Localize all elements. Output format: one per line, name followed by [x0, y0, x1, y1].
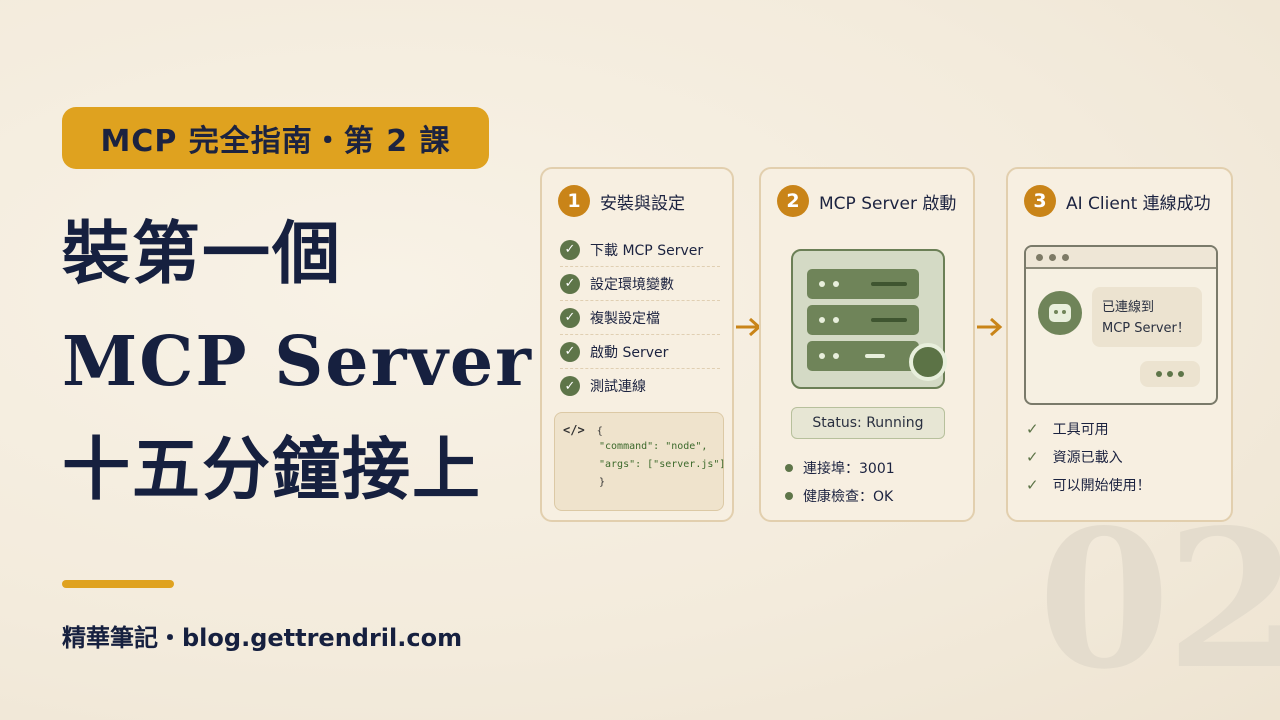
lesson-number-watermark: 02 — [1038, 488, 1280, 711]
main-title: 裝第一個 MCP Server： 十五分鐘接上 — [62, 200, 603, 524]
title-line-3: 十五分鐘接上 — [62, 430, 483, 510]
footer-source: 精華筆記・blog.gettrendril.com — [62, 624, 463, 652]
list-item-label: 資源已載入 — [1052, 450, 1123, 466]
chat-bubble: 已連線到 MCP Server！ — [1092, 287, 1202, 347]
step-title: AI Client 連線成功 — [1066, 193, 1211, 214]
step-card-server: 2 MCP Server 啟動 Status: Running 連接埠：3001… — [759, 167, 975, 522]
step-title: MCP Server 啟動 — [819, 193, 957, 214]
checklist-label: 設定環境變數 — [590, 276, 674, 293]
list-item-label: 健康檢查：OK — [803, 489, 894, 505]
lesson-badge: MCP 完全指南・第 2 課 — [62, 107, 489, 169]
checklist-label: 下載 MCP Server — [590, 242, 704, 259]
checklist-item: ✓ 設定環境變數 — [560, 267, 720, 301]
code-line: } — [599, 477, 606, 488]
checklist-item: ✓ 啟動 Server — [560, 335, 720, 369]
list-item-label: 可以開始使用！ — [1052, 478, 1151, 494]
checklist-label: 測試連線 — [590, 379, 646, 395]
check-icon: ✓ — [560, 239, 580, 260]
title-line-1: 裝第一個 — [62, 214, 343, 294]
arrow-right-icon — [977, 317, 1003, 337]
list-item-label: 工具可用 — [1052, 422, 1109, 438]
list-item: 連接埠：3001 — [785, 454, 895, 482]
step-card-install: 1 安裝與設定 ✓ 下載 MCP Server ✓ 設定環境變數 ✓ 複製設定檔 ✓ 啟… — [540, 167, 734, 522]
setup-checklist: ✓ 下載 MCP Server ✓ 設定環境變數 ✓ 複製設定檔 ✓ 啟動 Server… — [560, 233, 720, 403]
check-icon: ✓ — [560, 273, 580, 294]
checklist-label: 複製設定檔 — [590, 310, 660, 327]
list-item: 健康檢查：OK — [785, 482, 895, 510]
robot-icon — [1038, 291, 1082, 335]
check-icon: ✓ — [1026, 448, 1039, 466]
check-icon: ✓ — [560, 307, 580, 328]
step-card-client: 3 AI Client 連線成功 已連線到 MCP Server！ ✓ 工具可用 … — [1006, 167, 1233, 522]
server-rack-icon — [791, 249, 947, 389]
code-line: { — [596, 426, 603, 437]
client-window: 已連線到 MCP Server！ — [1024, 245, 1218, 405]
server-info-list: 連接埠：3001 健康檢查：OK — [785, 454, 895, 510]
chat-line: MCP Server！ — [1102, 321, 1190, 336]
check-icon: ✓ — [560, 341, 580, 362]
step-number: 1 — [558, 185, 590, 217]
checklist-item: ✓ 下載 MCP Server — [560, 233, 720, 267]
accent-rule — [62, 580, 174, 588]
result-list: ✓ 工具可用 ✓ 資源已載入 ✓ 可以開始使用！ — [1026, 415, 1151, 499]
code-icon: </> — [563, 423, 585, 437]
step-title: 安裝與設定 — [600, 193, 685, 214]
step-header: 3 AI Client 連線成功 — [1024, 185, 1211, 217]
chat-line: 已連線到 — [1102, 300, 1155, 315]
check-icon: ✓ — [560, 376, 580, 396]
typing-indicator-icon — [1140, 361, 1200, 387]
list-item: ✓ 資源已載入 — [1026, 443, 1151, 471]
status-badge: Status: Running — [791, 407, 945, 439]
window-titlebar — [1026, 247, 1216, 269]
step-header: 2 MCP Server 啟動 — [777, 185, 956, 217]
step-number: 2 — [777, 185, 809, 217]
bullet-icon — [785, 464, 793, 472]
list-item: ✓ 可以開始使用！ — [1026, 471, 1151, 499]
step-header: 1 安裝與設定 — [558, 185, 685, 217]
checklist-item: ✓ 複製設定檔 — [560, 301, 720, 335]
checklist-label: 啟動 Server — [590, 344, 669, 361]
config-code-snippet: </> { "command": "node", "args": ["serve… — [554, 412, 726, 511]
code-line: "command": "node", — [599, 441, 708, 452]
list-item: ✓ 工具可用 — [1026, 415, 1151, 443]
check-icon: ✓ — [1026, 476, 1039, 494]
status-indicator-icon — [909, 343, 947, 381]
step-number: 3 — [1024, 185, 1056, 217]
code-line: "args": ["server.js"] — [599, 459, 726, 470]
checklist-item: ✓ 測試連線 — [560, 369, 720, 403]
check-icon: ✓ — [1026, 420, 1039, 438]
list-item-label: 連接埠：3001 — [803, 461, 895, 477]
title-line-2: MCP Server： — [62, 322, 603, 402]
bullet-icon — [785, 492, 793, 500]
